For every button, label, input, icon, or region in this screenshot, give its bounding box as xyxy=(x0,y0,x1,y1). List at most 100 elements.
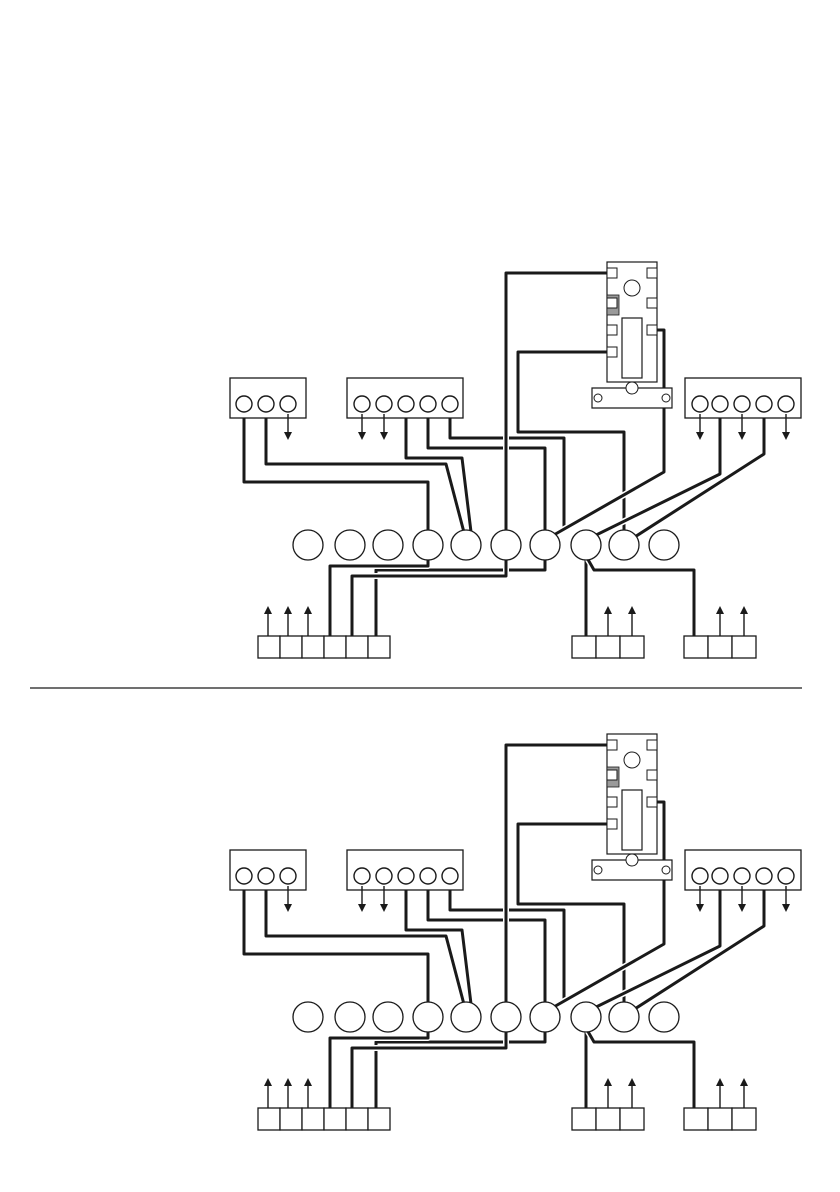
terminal-strip-a-cell-4 xyxy=(324,1108,346,1130)
terminal-strip-a-cell-3 xyxy=(302,636,324,658)
wire-7 xyxy=(352,745,612,1112)
terminal-box-b-terminal-4 xyxy=(420,868,436,884)
terminal-box-c-terminal-1 xyxy=(692,868,708,884)
terminal-strip-c-cell-3 xyxy=(732,636,756,658)
junction-node-2 xyxy=(335,1002,365,1032)
wire-11 xyxy=(630,876,764,1012)
terminal-strip-c-cell-3 xyxy=(732,1108,756,1130)
terminal-box-b-terminal-3 xyxy=(398,396,414,412)
terminal-box-b-arrow-2-head xyxy=(380,432,388,440)
wire-halo-7 xyxy=(352,745,612,1112)
junction-node-10 xyxy=(649,1002,679,1032)
terminal-box-a-terminal-3 xyxy=(280,396,296,412)
terminal-box-a-terminal-1 xyxy=(236,868,252,884)
junction-node-9 xyxy=(609,530,639,560)
junction-node-5 xyxy=(451,1002,481,1032)
thermostat-adjust-screw xyxy=(626,854,638,866)
terminal-strip-a-cell-5 xyxy=(346,1108,368,1130)
junction-node-4 xyxy=(413,1002,443,1032)
wire-2 xyxy=(266,876,466,1012)
thermostat-mount-hole-left xyxy=(594,866,602,874)
terminal-strip-a-cell-1 xyxy=(258,636,280,658)
terminal-strip-b-arrow-2-head xyxy=(604,606,612,614)
junction-node-4 xyxy=(413,530,443,560)
terminal-strip-c-arrow-2-head xyxy=(716,1078,724,1086)
terminal-strip-a xyxy=(258,1078,390,1130)
thermostat-terminal-7 xyxy=(607,819,617,829)
terminal-strip-b-arrow-2-head xyxy=(604,1078,612,1086)
junction-node-7 xyxy=(530,1002,560,1032)
terminal-strip-c-arrow-2-head xyxy=(716,606,724,614)
terminal-box-b-arrow-1-head xyxy=(358,904,366,912)
thermostat-terminal-3 xyxy=(607,298,617,308)
junction-node-3 xyxy=(373,530,403,560)
thermostat-mount-hole-right xyxy=(662,394,670,402)
junction-node-10 xyxy=(649,530,679,560)
terminal-box-c-terminal-2 xyxy=(712,396,728,412)
thermostat-mount-hole-left xyxy=(594,394,602,402)
terminal-strip-b-arrow-3-head xyxy=(628,606,636,614)
thermostat-terminal-2 xyxy=(647,740,657,750)
wire-13 xyxy=(586,1028,694,1112)
terminal-box-a-terminal-2 xyxy=(258,396,274,412)
wire-1 xyxy=(244,404,428,540)
terminal-box-c-terminal-4 xyxy=(756,868,772,884)
junction-node-1 xyxy=(293,530,323,560)
wire-halo-7 xyxy=(352,273,612,640)
terminal-box-c-arrow-3-head xyxy=(738,904,746,912)
terminal-strip-b-cell-1 xyxy=(572,1108,596,1130)
terminal-box-a-arrow-3-head xyxy=(284,432,292,440)
wire-halo-1 xyxy=(244,876,428,1012)
terminal-strip-a-cell-2 xyxy=(280,1108,302,1130)
junction-node-9 xyxy=(609,1002,639,1032)
wire-halo-11 xyxy=(630,876,764,1012)
junction-node-6 xyxy=(491,530,521,560)
terminal-strip-c-arrow-3-head xyxy=(740,606,748,614)
junction-node-5 xyxy=(451,530,481,560)
wiring-diagram-bottom xyxy=(230,734,801,1130)
terminal-strip-c-cell-2 xyxy=(708,1108,732,1130)
junction-node-3 xyxy=(373,1002,403,1032)
thermostat-terminal-4 xyxy=(647,770,657,780)
terminal-box-c xyxy=(685,850,801,912)
terminal-box-a-terminal-1 xyxy=(236,396,252,412)
terminal-box-c-terminal-2 xyxy=(712,868,728,884)
wire-1 xyxy=(244,876,428,1012)
junction-node-8 xyxy=(571,530,601,560)
thermostat-terminal-7 xyxy=(607,347,617,357)
terminal-strip-a-cell-4 xyxy=(324,636,346,658)
terminal-strip-c-arrow-3-head xyxy=(740,1078,748,1086)
terminal-strip-b-cell-3 xyxy=(620,636,644,658)
terminal-box-c-arrow-1-head xyxy=(696,432,704,440)
thermostat-terminal-6 xyxy=(647,797,657,807)
terminal-box-c-arrow-5-head xyxy=(782,432,790,440)
terminal-strip-a-cell-1 xyxy=(258,1108,280,1130)
terminal-box-c-terminal-3 xyxy=(734,396,750,412)
terminal-strip-a-cell-6 xyxy=(368,1108,390,1130)
terminal-box-b-terminal-2 xyxy=(376,868,392,884)
junction-node-row xyxy=(293,1002,679,1032)
terminal-strip-b-cell-2 xyxy=(596,636,620,658)
terminal-strip-a-cell-5 xyxy=(346,636,368,658)
terminal-box-b-terminal-5 xyxy=(442,396,458,412)
terminal-box-b-terminal-1 xyxy=(354,396,370,412)
terminal-strip-a-cell-6 xyxy=(368,636,390,658)
terminal-box-c-terminal-4 xyxy=(756,396,772,412)
thermostat-mount-hole-right xyxy=(662,866,670,874)
terminal-strip-b-cell-1 xyxy=(572,636,596,658)
terminal-strip-a-cell-3 xyxy=(302,1108,324,1130)
thermostat-terminal-1 xyxy=(607,740,617,750)
terminal-box-a-terminal-2 xyxy=(258,868,274,884)
junction-node-1 xyxy=(293,1002,323,1032)
wire-13 xyxy=(586,556,694,640)
thermostat-icon xyxy=(592,262,672,408)
terminal-box-a-arrow-3-head xyxy=(284,904,292,912)
terminal-strip-a-arrow-2-head xyxy=(284,1078,292,1086)
terminal-strip-b-cell-3 xyxy=(620,1108,644,1130)
terminal-strip-a-arrow-1-head xyxy=(264,1078,272,1086)
thermostat-terminal-5 xyxy=(607,797,617,807)
thermostat-terminal-6 xyxy=(647,325,657,335)
terminal-strip-a-arrow-3-head xyxy=(304,606,312,614)
thermostat-terminal-5 xyxy=(607,325,617,335)
